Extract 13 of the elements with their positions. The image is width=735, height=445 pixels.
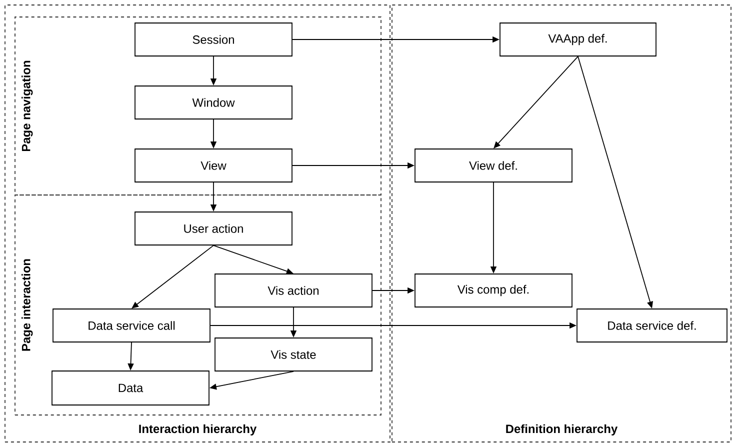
process-box: View [134,148,292,182]
process-box: Data service call [52,308,210,342]
process-box: View def. [414,148,572,182]
process-box: Data [52,370,210,406]
arrow [494,56,578,148]
process-box: VAApp def. [500,22,656,56]
process-box: Data service def. [576,308,728,342]
process-box: Vis comp def. [414,274,572,308]
process-box: Session [134,22,292,56]
process-box: Vis action [214,274,372,308]
process-box: Vis state [214,338,372,372]
process-box: Window [134,86,292,120]
process-box: User action [134,212,292,246]
